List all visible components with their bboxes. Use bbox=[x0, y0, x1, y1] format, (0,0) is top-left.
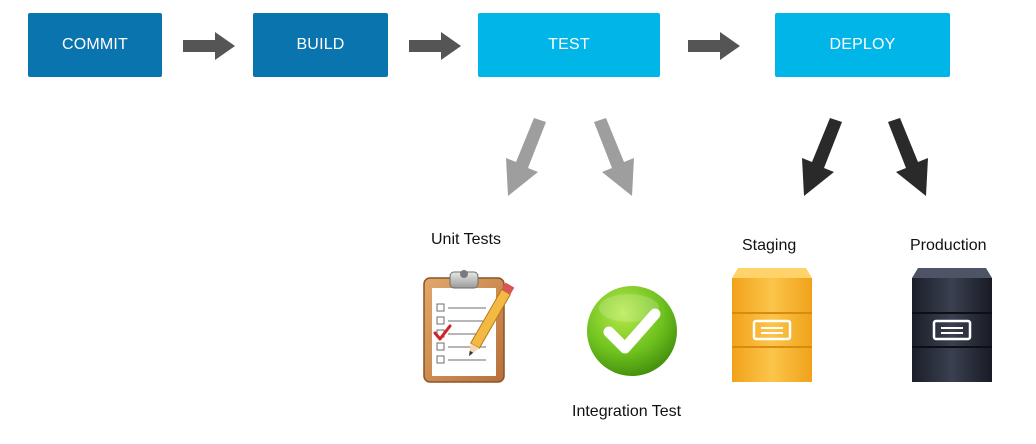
arrow-build-to-test bbox=[409, 32, 461, 60]
integration-test-label: Integration Test bbox=[572, 403, 682, 420]
checkmark-circle-icon bbox=[587, 286, 677, 376]
staging-label: Staging bbox=[742, 237, 797, 254]
stage-build-label: BUILD bbox=[296, 36, 345, 53]
stage-build: BUILD bbox=[253, 13, 388, 77]
stage-deploy-label: DEPLOY bbox=[829, 36, 896, 53]
stage-deploy: DEPLOY bbox=[775, 13, 950, 77]
stage-test-label: TEST bbox=[548, 36, 590, 53]
stage-commit-label: COMMIT bbox=[61, 36, 129, 53]
unit-tests-label: Unit Tests bbox=[431, 231, 501, 248]
stage-test: TEST bbox=[478, 13, 660, 77]
dark-server-icon bbox=[912, 268, 992, 382]
arrow-test-to-unit bbox=[506, 118, 546, 196]
stage-commit: COMMIT bbox=[28, 13, 162, 77]
orange-cabinet-icon bbox=[732, 268, 812, 382]
arrow-test-to-integration bbox=[594, 118, 634, 196]
clipboard-checklist-icon bbox=[423, 270, 515, 383]
arrow-deploy-to-production bbox=[888, 118, 928, 196]
arrow-deploy-to-staging bbox=[802, 118, 842, 196]
arrow-test-to-deploy bbox=[688, 32, 740, 60]
production-label: Production bbox=[910, 237, 987, 254]
arrow-commit-to-build bbox=[183, 32, 235, 60]
